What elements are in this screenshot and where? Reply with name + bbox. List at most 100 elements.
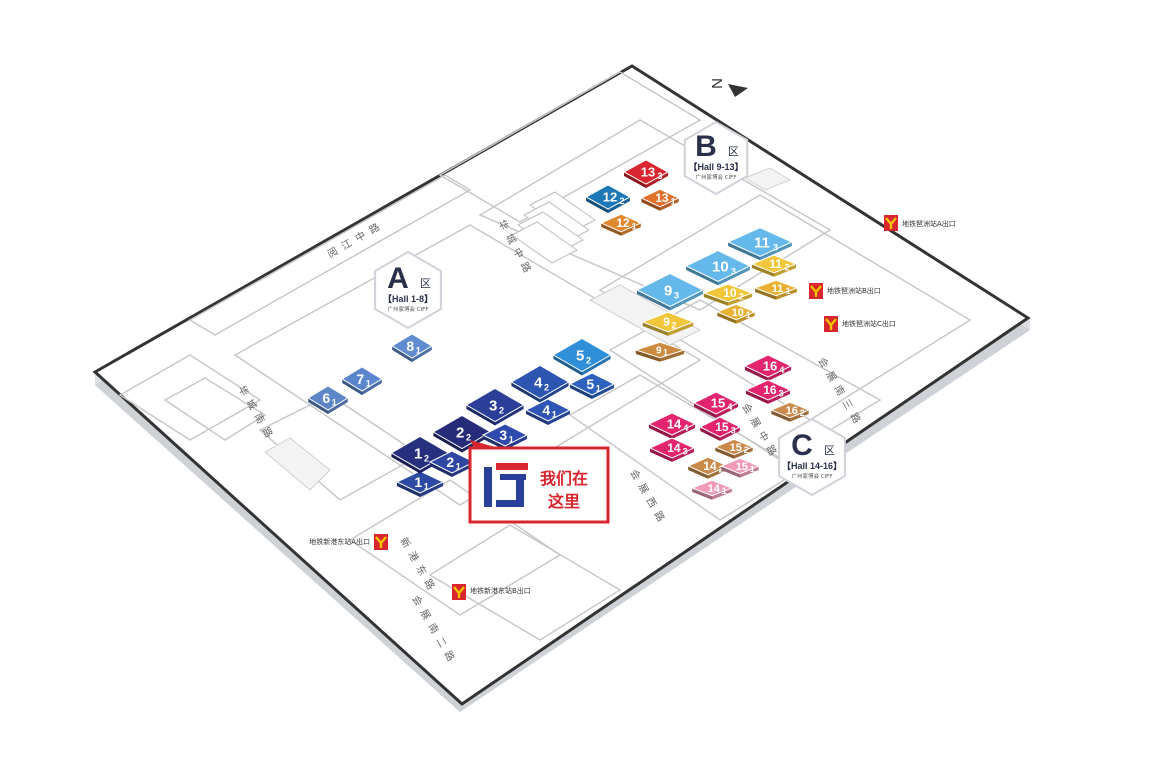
zone-note: 广州家博会 CIFF xyxy=(387,305,428,313)
hall-roof xyxy=(648,437,696,459)
metro-y-glyph xyxy=(810,285,822,297)
hall-sub-number: 3 xyxy=(657,171,662,181)
hall-roof xyxy=(391,333,433,359)
hall-side xyxy=(688,466,708,479)
hall-roof xyxy=(699,416,741,438)
hall-side xyxy=(637,290,670,311)
hall-side xyxy=(734,447,753,459)
hall-roof xyxy=(599,213,643,233)
hall-side xyxy=(362,379,382,396)
hall-sub-number: 1 xyxy=(552,410,557,420)
hall-side xyxy=(642,322,668,336)
hall-side xyxy=(660,350,685,362)
hall-side xyxy=(391,453,420,474)
hall-roof xyxy=(713,438,755,456)
hall-roof xyxy=(769,401,811,419)
hall-sub-number: 1 xyxy=(456,462,461,472)
hall-side xyxy=(740,466,759,478)
zone-halls: 【Hall 9-13】 xyxy=(688,162,743,172)
hall-sub-number: 2 xyxy=(800,408,805,418)
hall-number: 9 xyxy=(656,346,662,357)
hall-sub-number: 3 xyxy=(731,426,736,436)
north-arrow: N xyxy=(708,78,748,97)
you-are-here-line2: 这里 xyxy=(548,492,580,511)
zone-qu: 区 xyxy=(420,277,431,290)
hall-side xyxy=(672,424,696,439)
hall-number: 2 xyxy=(456,424,464,441)
hexagon-badge-icon xyxy=(778,417,846,497)
hall-sub-number: 1 xyxy=(632,222,637,232)
metro-exit-label: 地铁琶洲站C出口 xyxy=(842,319,896,328)
hall-roof xyxy=(510,364,570,400)
hall-roof xyxy=(744,379,792,401)
hall-side xyxy=(744,366,768,381)
metro-exit-label: 地铁新港东站B出口 xyxy=(470,586,531,595)
hall-side xyxy=(608,197,630,214)
hall-number: 7 xyxy=(356,371,364,387)
hall-roof xyxy=(719,457,761,475)
hall-number: 15 xyxy=(736,461,748,473)
zone-letter: C xyxy=(791,429,813,462)
you-are-here-line1: 我们在 xyxy=(540,469,588,488)
hall-side xyxy=(592,384,614,399)
metro-exit-label: 地铁新港东站A出口 xyxy=(309,537,370,546)
hall-number: 15 xyxy=(715,420,729,434)
hall-sub-number: 2 xyxy=(739,292,744,302)
hall-side xyxy=(746,390,768,404)
hall-roof xyxy=(395,470,445,494)
hall-side xyxy=(495,405,524,426)
hall-side xyxy=(720,427,740,441)
hall-number: 11 xyxy=(772,283,784,295)
metro-y-glyph xyxy=(825,318,837,330)
hall-sub-number: 1 xyxy=(366,379,371,389)
hall-side xyxy=(771,410,790,422)
hall-sub-number: 2 xyxy=(619,196,624,206)
hall-number: 8 xyxy=(406,338,414,354)
hall-roof xyxy=(584,184,632,210)
hall-side xyxy=(715,447,734,459)
hall-sub-number: 1 xyxy=(509,435,514,445)
hall-side xyxy=(328,398,348,415)
hall-roof xyxy=(641,311,695,333)
hall-roof xyxy=(622,159,670,185)
hall-side xyxy=(646,172,668,189)
hall-sub-number: 2 xyxy=(499,405,504,415)
hall-side xyxy=(570,384,592,399)
hall-number: 5 xyxy=(576,347,584,364)
hall-sub-number: 2 xyxy=(424,453,429,463)
hall-number: 9 xyxy=(663,315,670,329)
hall-roof xyxy=(640,188,680,208)
hall-number: 14 xyxy=(667,417,682,432)
hall-side xyxy=(342,379,362,396)
hall-number: 4 xyxy=(534,374,543,391)
hall-sub-number: 1 xyxy=(786,286,791,296)
metro-exits: 地铁琶洲站A出口地铁琶洲站B出口地铁琶洲站C出口地铁新港东站A出口地铁新港东站B… xyxy=(309,215,956,600)
hall-number: 13 xyxy=(641,165,655,180)
hall-side xyxy=(716,403,738,418)
hall-sub-number: 2 xyxy=(744,445,749,455)
hall-side xyxy=(505,435,527,450)
hall-sub-number: 3 xyxy=(731,266,736,276)
hall-roof xyxy=(690,479,734,497)
hall-sub-number: 2 xyxy=(719,465,724,475)
hall-sub-number: 1 xyxy=(332,398,337,408)
hall-side xyxy=(526,410,548,425)
hall-side xyxy=(483,435,505,450)
